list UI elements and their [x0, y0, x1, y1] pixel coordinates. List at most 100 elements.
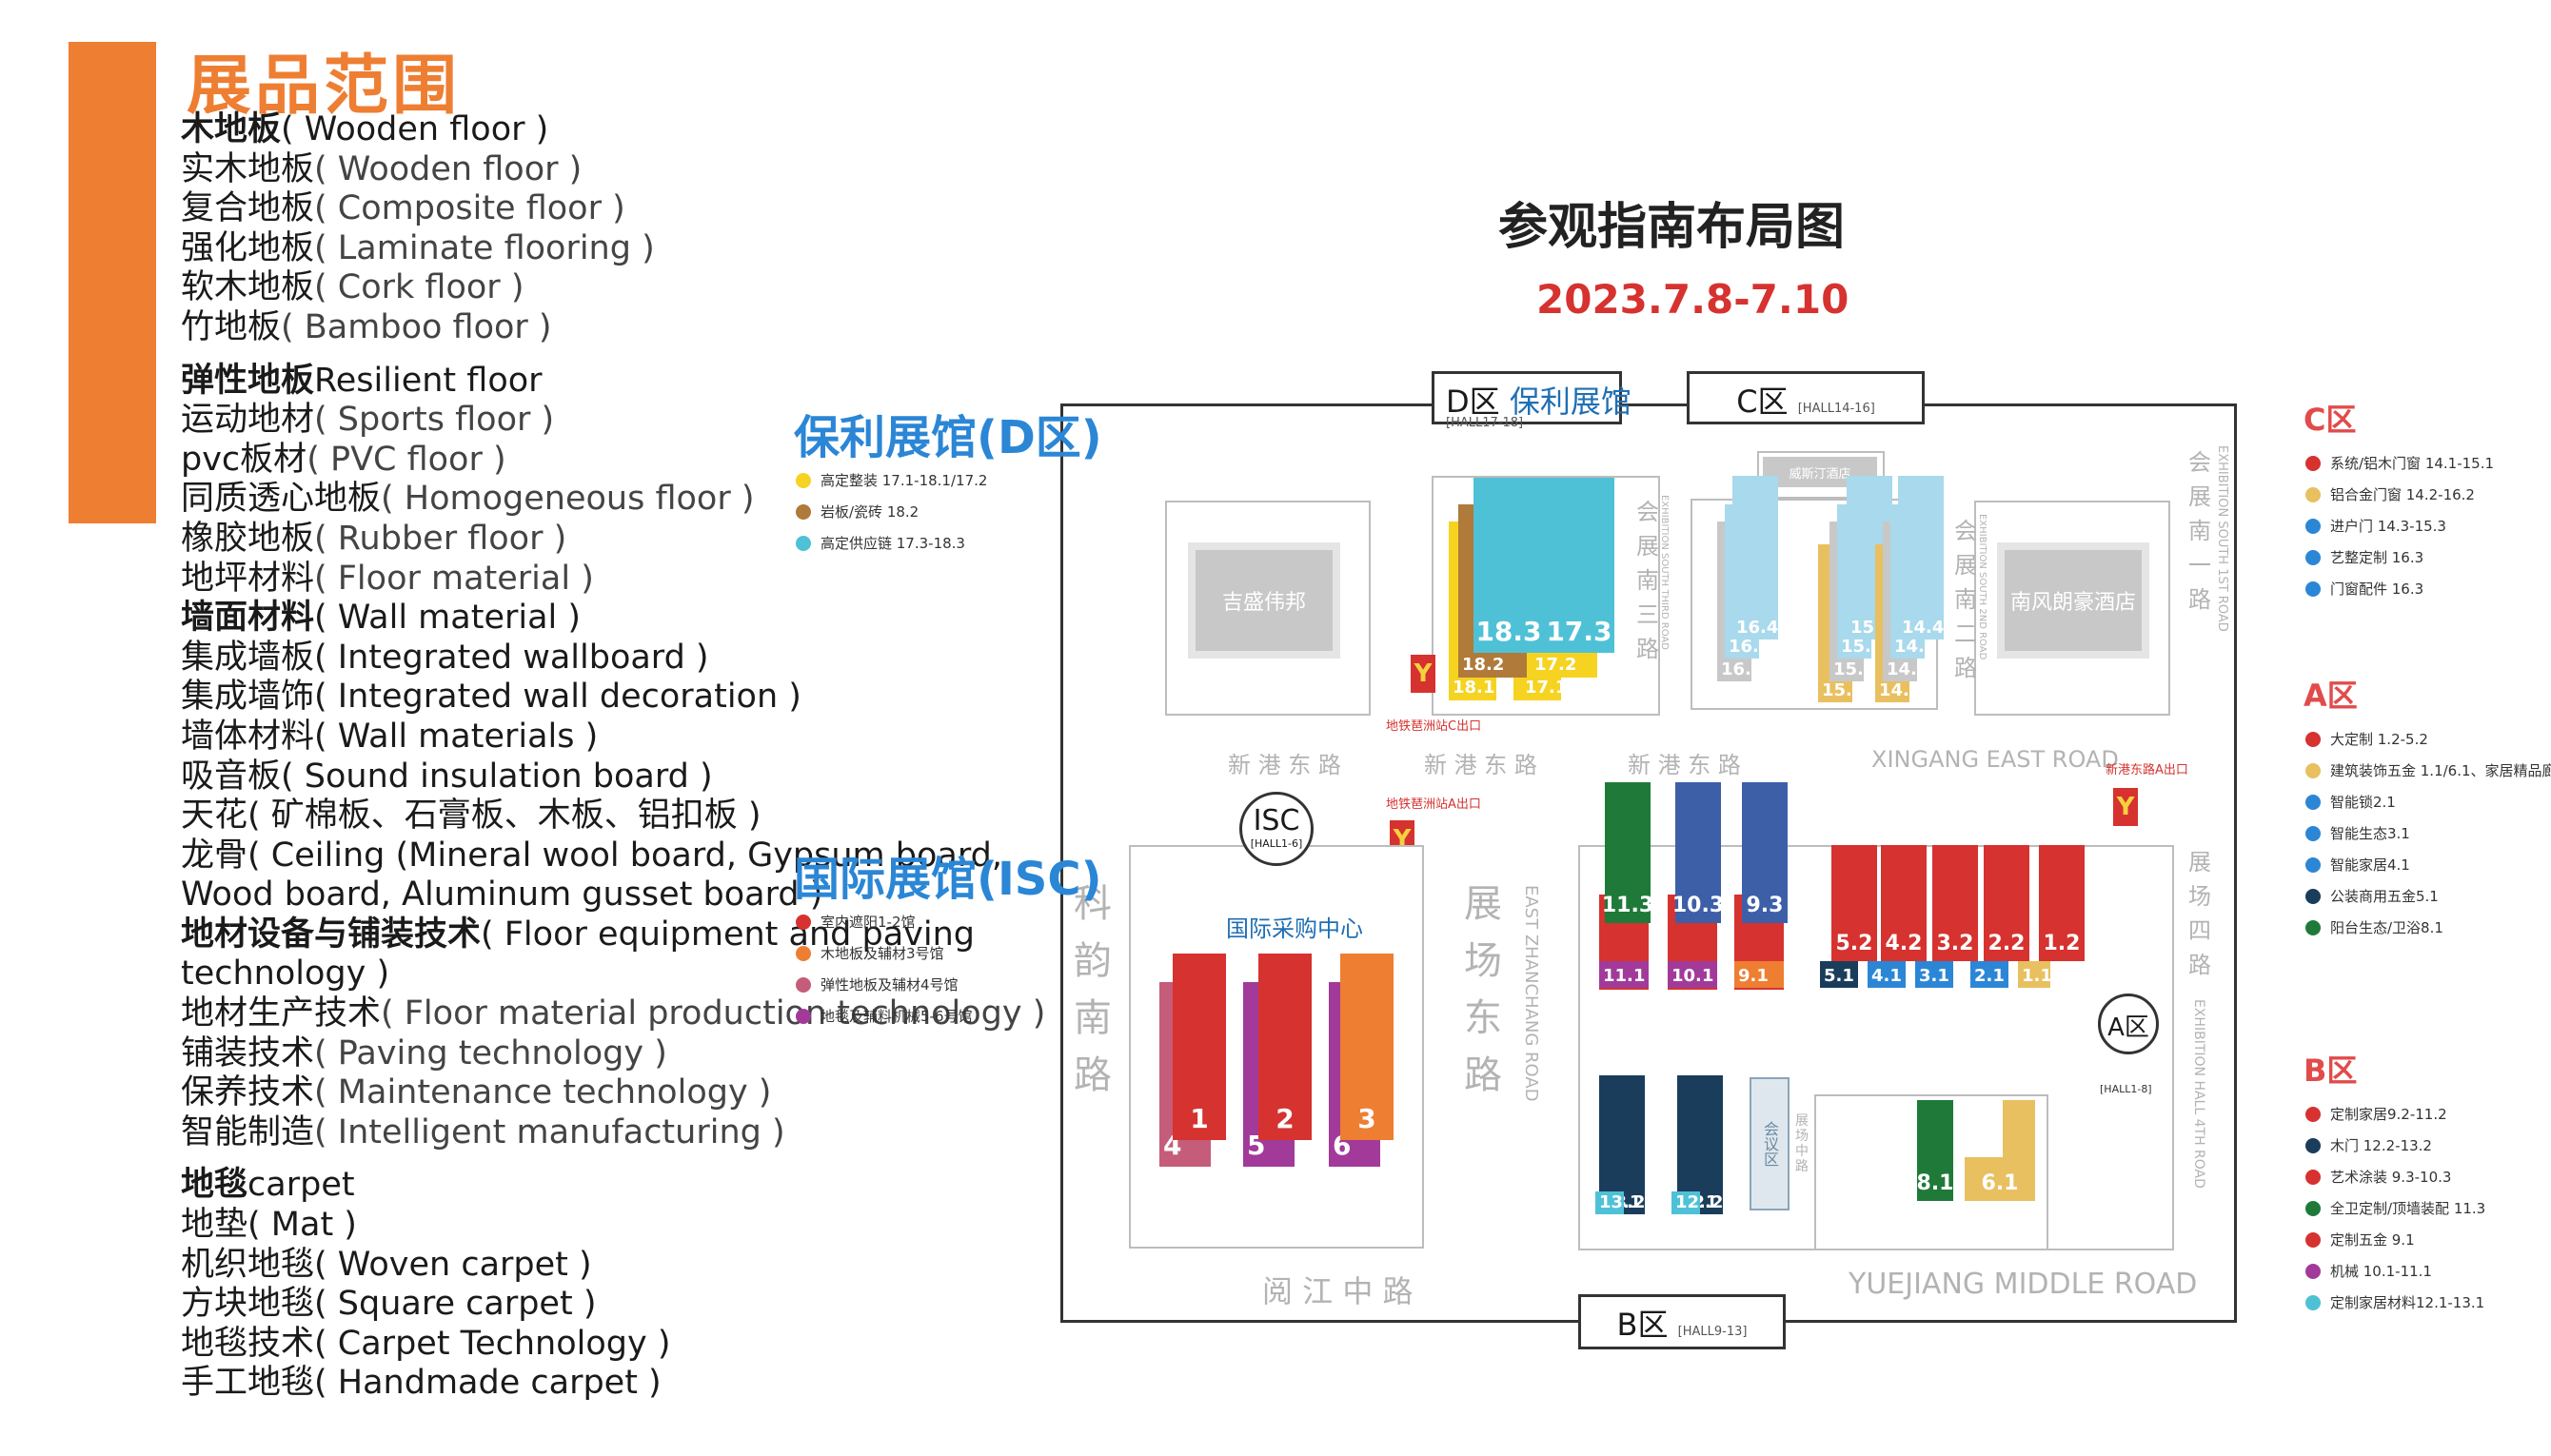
legend-text: 定制家居材料12.1-13.1	[2330, 1294, 2485, 1311]
hall-3-2: 3.2	[1932, 845, 1978, 961]
legend-text: 阳台生态/卫浴8.1	[2330, 919, 2443, 936]
category-line: 墙面材料( Wall material )	[181, 599, 1057, 639]
category-line: 运动地材( Sports floor )	[181, 401, 1057, 441]
category-zh: 复合地板	[181, 189, 315, 228]
legend-dot-icon	[2305, 731, 2321, 747]
road-yuejiang-en: YUEJIANG MIDDLE ROAD	[1849, 1268, 2198, 1301]
legend-item: 木地板及辅材3号馆	[796, 937, 973, 969]
legend-item: 室内遮阳1-2馆	[796, 906, 973, 937]
category-zh: pvc板材	[181, 440, 307, 479]
legend-dot-icon	[796, 535, 811, 551]
hall-11-3: 11.3	[1602, 782, 1653, 923]
road-south-2: 会展南二路	[1954, 518, 1977, 681]
category-line: 集成墙板( Integrated wallboard )	[181, 639, 1057, 679]
hall-17-3: 17.3	[1544, 478, 1614, 653]
legend-dot-icon	[2305, 1200, 2321, 1216]
category-zh: 方块地毯	[181, 1285, 315, 1324]
category-line: 同质透心地板( Homogeneous floor )	[181, 480, 1057, 520]
hall-10-3: 10.3	[1672, 782, 1724, 923]
category-en: ( Intelligent manufacturing )	[314, 1112, 785, 1151]
legend-dot-icon	[2305, 580, 2321, 597]
legend-text: 弹性地板及辅材4号馆	[821, 976, 959, 994]
category-line: 复合地板( Composite floor )	[181, 189, 1057, 229]
category-en: ( Woven carpet )	[314, 1245, 592, 1284]
zone-c-label: C区 [HALL14-16]	[1687, 371, 1925, 424]
legend-isc: 室内遮阳1-2馆木地板及辅材3号馆弹性地板及辅材4号馆地毯及辅料机械5-6号馆	[796, 906, 973, 1032]
nanfeng-block: 南风朗豪酒店	[1997, 542, 2149, 659]
category-zh: 运动地材	[181, 401, 315, 440]
legend-text: 高定供应链 17.3-18.3	[821, 535, 965, 552]
zone-d-label: D区 保利展馆 [HALL17-18]	[1432, 371, 1631, 430]
isc-marker: ISC [HALL1-6]	[1239, 792, 1314, 866]
category-line: 吸音板( Sound insulation board )	[181, 758, 1057, 797]
category-zh: 墙体材料	[181, 717, 315, 756]
legend-text: 系统/铝木门窗 14.1-15.1	[2330, 455, 2495, 472]
category-en: Resilient floor	[314, 361, 543, 400]
category-en: ( Cork floor )	[314, 268, 524, 307]
category-en: ( Integrated wall decoration )	[314, 678, 801, 717]
legend-item: 艺整定制 16.3	[2305, 541, 2494, 573]
road-zhanchang-en: EAST ZHANCHANG ROAD	[1521, 885, 1541, 1102]
legend-item: 全卫定制/顶墙装配 11.3	[2305, 1192, 2485, 1224]
legend-text: 定制五金 9.1	[2330, 1231, 2415, 1249]
hall-18-1-label: 18.1	[1453, 678, 1495, 698]
category-en: ( Composite floor )	[314, 189, 625, 228]
legend-c: 系统/铝木门窗 14.1-15.1 铝合金门窗 14.2-16.2 进户门 14.3…	[2305, 447, 2494, 604]
hall-12-1: 12.1	[1671, 1191, 1717, 1214]
category-zh: 天花	[181, 797, 248, 836]
road-xingang-2: 新 港 东 路	[1424, 752, 1537, 778]
legend-item: 木门 12.2-13.2	[2305, 1130, 2485, 1161]
road-zhongroad: 展场中路	[1795, 1113, 1809, 1174]
hall-13-1: 13.1	[1595, 1191, 1641, 1214]
hall-3-1: 3.1	[1915, 961, 1953, 988]
legend-item: 艺术涂装 9.3-10.3	[2305, 1161, 2485, 1192]
category-zh: 地垫	[181, 1206, 248, 1245]
hall-17-2-label: 17.2	[1534, 655, 1577, 675]
category-en: ( Integrated wallboard )	[314, 638, 709, 677]
category-en: ( Square carpet )	[314, 1285, 597, 1324]
isc-hall-3: 3	[1340, 954, 1394, 1140]
accent-bar	[69, 42, 156, 523]
category-spacer	[181, 348, 1057, 362]
jisheng-block: 吉盛伟邦	[1188, 542, 1340, 659]
legend-dot-icon	[796, 1008, 811, 1024]
category-line: 实木地板( Wooden floor )	[181, 150, 1057, 190]
isc-hall-2: 2	[1258, 954, 1312, 1140]
category-zh: 地坪材料	[181, 559, 315, 598]
category-en: ( Floor material production technology )	[381, 994, 1046, 1033]
legend-text: 机械 10.1-11.1	[2330, 1263, 2432, 1280]
category-zh: 墙面材料	[181, 599, 315, 638]
legend-text: 艺术涂装 9.3-10.3	[2330, 1169, 2452, 1186]
legend-text: 铝合金门窗 14.2-16.2	[2330, 486, 2475, 503]
legend-dot-icon	[2305, 549, 2321, 565]
zone-d-name: 保利展馆	[1509, 384, 1631, 420]
category-line: 软木地板( Cork floor )	[181, 268, 1057, 308]
category-en: ( Wooden floor )	[281, 110, 549, 148]
category-line: 方块地毯( Square carpet )	[181, 1285, 1057, 1325]
hall-18-3: 18.3	[1473, 478, 1544, 653]
metro-label-xingang: 新港东路A出口	[2106, 763, 2188, 777]
legend-text: 木门 12.2-13.2	[2330, 1137, 2432, 1154]
metro-icon: Y	[1411, 655, 1435, 693]
category-line: 地坪材料( Floor material )	[181, 560, 1057, 600]
category-en: ( PVC floor )	[307, 440, 506, 479]
road-south-1-en: EXHIBITION SOUTH 1ST ROAD	[2215, 445, 2229, 632]
legend-text: 地毯及辅料机械5-6号馆	[821, 1008, 973, 1025]
legend-item: 门窗配件 16.3	[2305, 573, 2494, 604]
category-zh: 地毯技术	[181, 1324, 315, 1363]
legend-item: 大定制 1.2-5.2	[2305, 723, 2551, 755]
category-zh: 竹地板	[181, 307, 282, 346]
road-south-2-en: EXHIBITION SOUTH 2ND ROAD	[1977, 514, 1987, 660]
category-zh: 橡胶地板	[181, 519, 315, 558]
legend-item: 智能生态3.1	[2305, 817, 2551, 849]
legend-item: 进户门 14.3-15.3	[2305, 510, 2494, 541]
hall-5-1: 5.1	[1820, 961, 1858, 988]
zone-a-halls: [HALL1-8]	[2100, 1083, 2152, 1095]
legend-dot-icon	[796, 945, 811, 961]
legend-text: 建筑装饰五金 1.1/6.1、家居精品廊	[2330, 762, 2551, 779]
legend-item: 公装商用五金5.1	[2305, 880, 2551, 912]
legend-dot-icon	[2305, 1294, 2321, 1310]
hall-9-3: 9.3	[1742, 782, 1788, 923]
category-line: 墙体材料( Wall materials )	[181, 718, 1057, 758]
